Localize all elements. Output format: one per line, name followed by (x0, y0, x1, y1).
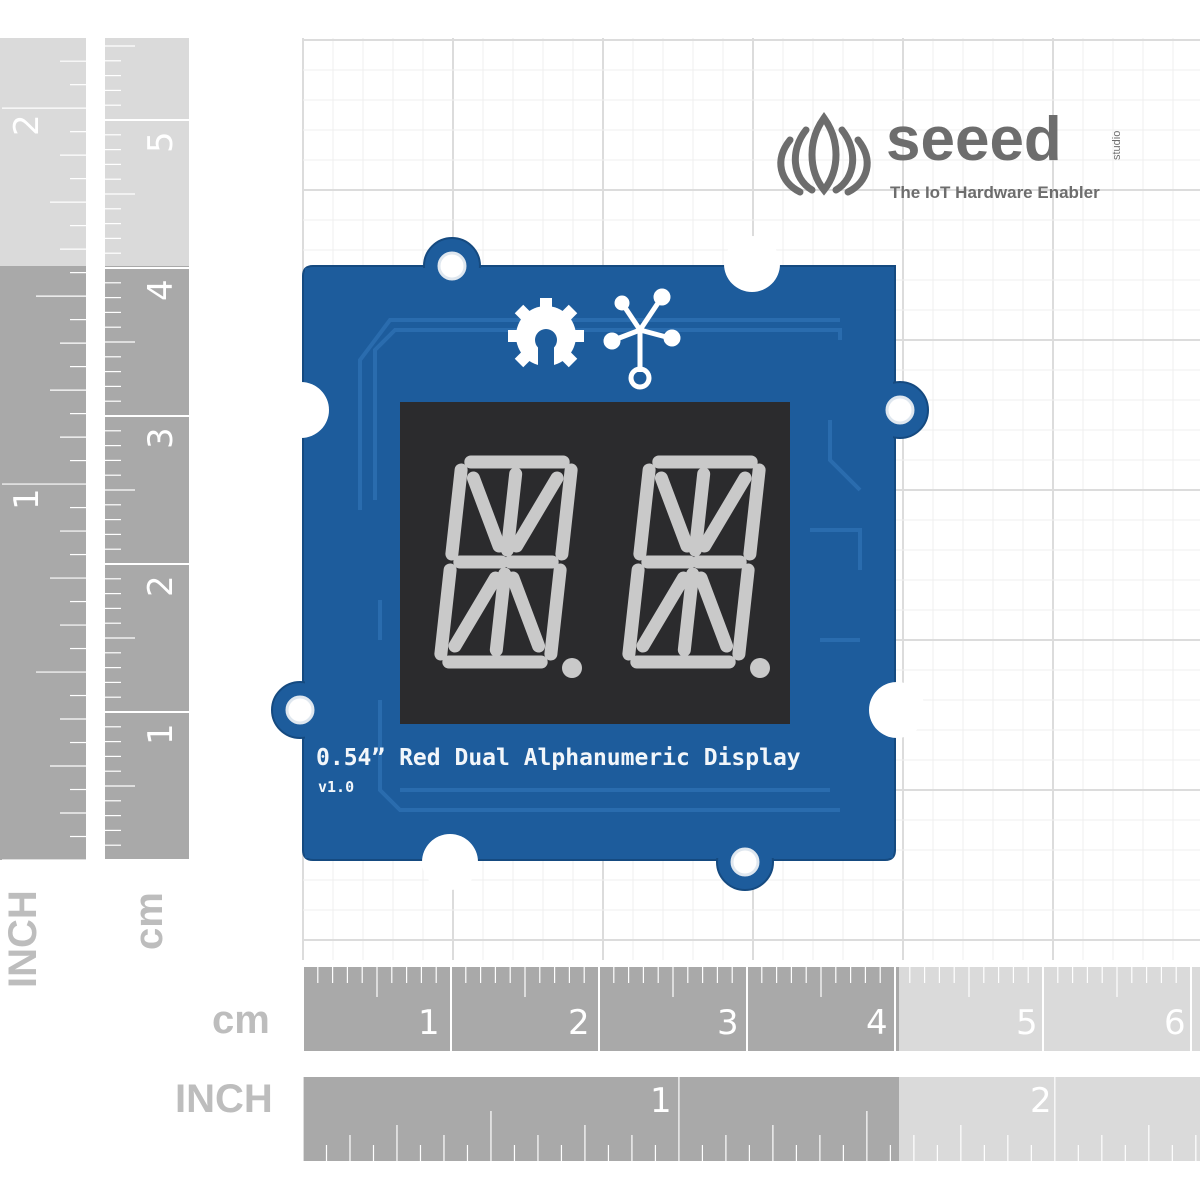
seeed-logo: seeed studio The IoT Hardware Enabler (777, 105, 1123, 202)
digit-1 (434, 455, 582, 678)
pcb-notches (273, 236, 925, 890)
pcb-traces (358, 318, 862, 812)
h-cm-number-6: 6 (1164, 1003, 1186, 1043)
display-segment (500, 467, 523, 557)
vertical-cm-label: cm (127, 892, 171, 950)
ruler-inch-horizontal-light (899, 1077, 1200, 1161)
ruler-inch-horizontal (303, 1077, 899, 1161)
v-cm-number-1: 1 (141, 723, 181, 745)
logo-sub: studio (1111, 131, 1123, 160)
decimal-point (562, 658, 582, 678)
display-segment (688, 467, 711, 557)
h-cm-number-3: 3 (717, 1003, 739, 1043)
open-hardware-gear-icon (508, 298, 584, 377)
horizontal-inch-label: INCH (175, 1077, 273, 1121)
display-segment (654, 471, 694, 553)
display-segment (694, 571, 734, 653)
lotus-icon (777, 112, 871, 196)
ruler-inch-vertical (0, 266, 86, 860)
display-segment (510, 471, 564, 553)
logo-brand: seeed (886, 105, 1062, 174)
display-segment (445, 463, 468, 561)
display-segment (489, 567, 512, 657)
vertical-inch-label: INCH (1, 890, 45, 988)
decimal-point (750, 658, 770, 678)
mounting-holes (285, 251, 915, 877)
logo-tagline: The IoT Hardware Enabler (890, 183, 1100, 202)
mounting-hole (285, 695, 315, 725)
display-segment (622, 563, 645, 661)
mounting-hole (885, 395, 915, 425)
mounting-hole (437, 251, 467, 281)
v-inch-number-2: 2 (7, 114, 47, 136)
display-segment (732, 563, 755, 661)
ruler-cm-horizontal (303, 967, 899, 1051)
grove-network-icon (603, 288, 681, 390)
display-segment (544, 563, 567, 661)
ruler-inch-vertical-light (0, 38, 86, 266)
display-digits (434, 455, 770, 678)
display-segment (466, 471, 506, 553)
v-cm-number-2: 2 (141, 575, 181, 597)
h-cm-number-2: 2 (568, 1003, 590, 1043)
display-segment (434, 563, 457, 661)
rulers (0, 38, 1200, 1161)
display-segment (743, 463, 766, 561)
v-cm-number-4: 4 (141, 279, 181, 301)
board-version: v1.0 (318, 778, 354, 796)
v-cm-number-3: 3 (141, 427, 181, 449)
horizontal-cm-label: cm (212, 998, 270, 1042)
display-segment (698, 471, 752, 553)
v-inch-number-1: 1 (7, 488, 47, 510)
mounting-hole (730, 847, 760, 877)
h-cm-number-5: 5 (1016, 1003, 1038, 1043)
display-segment (677, 567, 700, 657)
ruler-cm-horizontal-light (899, 967, 1200, 1051)
h-cm-number-1: 1 (418, 1003, 440, 1043)
h-inch-number-1: 1 (650, 1081, 672, 1121)
display-segment (636, 571, 690, 653)
board-title: 0.54” Red Dual Alphanumeric Display (316, 745, 801, 771)
digit-2 (622, 455, 770, 678)
h-cm-number-4: 4 (866, 1003, 888, 1043)
h-inch-number-2: 2 (1030, 1081, 1052, 1121)
display-segment (633, 463, 656, 561)
display-segment (448, 571, 502, 653)
pcb-board: 0.54” Red Dual Alphanumeric Display v1.0 (271, 236, 929, 891)
display-segment (506, 571, 546, 653)
v-cm-number-5: 5 (141, 131, 181, 153)
display-segment (555, 463, 578, 561)
